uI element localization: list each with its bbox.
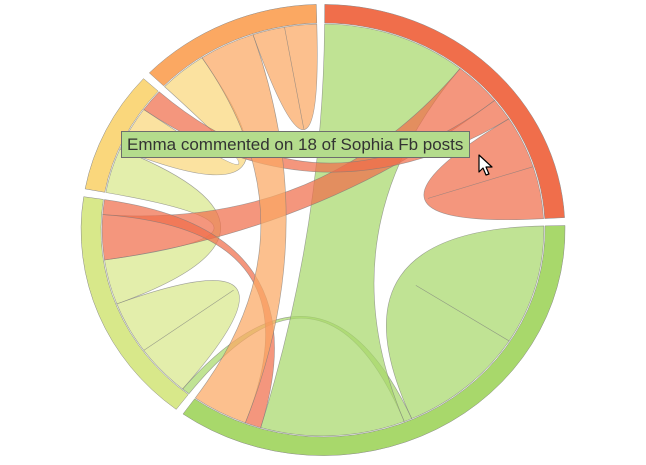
- group-arc-0[interactable]: [182, 225, 566, 456]
- ribbon-6[interactable]: [102, 199, 275, 428]
- ribbon-3[interactable]: [116, 280, 240, 390]
- ribbon-10[interactable]: [252, 23, 318, 130]
- group-arc-1[interactable]: [80, 196, 189, 410]
- group-arc-4[interactable]: [324, 4, 565, 219]
- ribbon-layer: [101, 23, 545, 437]
- ribbon-0[interactable]: [386, 225, 545, 419]
- group-arc-3[interactable]: [148, 4, 318, 87]
